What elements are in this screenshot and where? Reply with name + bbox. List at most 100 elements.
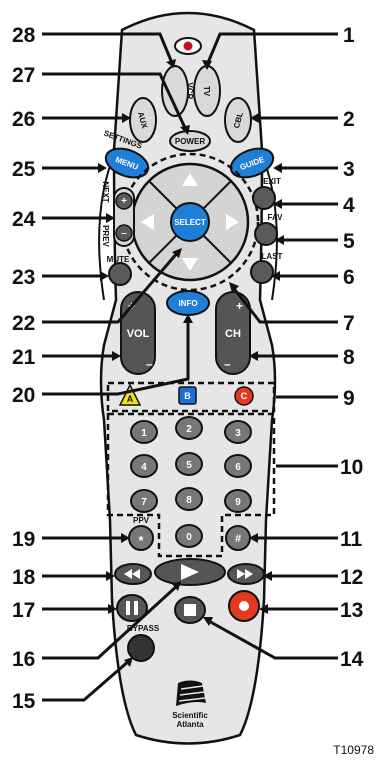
last-label: LAST xyxy=(262,252,283,261)
digit-button-5[interactable]: 5 xyxy=(175,452,203,476)
digit-button-4[interactable]: 4 xyxy=(130,454,158,478)
digit-label: 6 xyxy=(235,462,241,473)
brand-line1: Scientific xyxy=(172,711,208,720)
next-button[interactable] xyxy=(115,192,133,210)
aux-label: AUX xyxy=(136,111,149,130)
tv-button[interactable]: TV xyxy=(193,65,221,117)
digit-button-7[interactable]: 7 xyxy=(130,489,158,513)
menu-button[interactable]: MENU xyxy=(102,143,152,182)
callout-number: 12 xyxy=(340,566,363,589)
mute-button[interactable]: MUTE xyxy=(107,255,132,286)
digit-button-9[interactable]: 9 xyxy=(224,489,252,513)
callout-lines xyxy=(42,32,338,702)
play-icon xyxy=(181,564,199,580)
callout-number: 26 xyxy=(12,108,35,131)
arrow-down-icon[interactable] xyxy=(182,258,198,271)
plus-icon: + xyxy=(121,196,127,207)
arrow-right-icon[interactable] xyxy=(226,214,239,230)
callout-number: 9 xyxy=(343,387,355,410)
volume-rocker[interactable]: + VOL – xyxy=(120,291,156,375)
digit-button-0[interactable]: 0 xyxy=(175,524,203,548)
callout-number: 13 xyxy=(340,599,363,622)
callout-number: 20 xyxy=(12,384,35,407)
exit-button[interactable]: EXIT xyxy=(252,177,281,210)
ch-plus-label: + xyxy=(236,299,243,313)
channel-rocker[interactable]: + CH – xyxy=(215,291,251,375)
arrow-up-icon[interactable] xyxy=(182,173,198,186)
select-button[interactable]: SELECT xyxy=(170,202,210,242)
callout-number: 10 xyxy=(340,456,363,479)
digit-label: 1 xyxy=(141,428,147,439)
callout-number: 14 xyxy=(340,648,364,671)
digit-label: 5 xyxy=(186,460,192,471)
prev-label: PREV xyxy=(101,225,110,247)
exit-label: EXIT xyxy=(263,177,281,186)
hash-label: # xyxy=(235,533,241,545)
bypass-label: BYPASS xyxy=(127,624,160,633)
stop-button[interactable] xyxy=(174,596,206,624)
callout-number: 19 xyxy=(12,528,35,551)
digit-button-3[interactable]: 3 xyxy=(224,420,252,444)
aux-button[interactable]: AUX xyxy=(129,97,157,143)
callout-number: 18 xyxy=(12,566,36,589)
keypad-highlight xyxy=(106,412,276,558)
fast-forward-icon xyxy=(237,569,245,579)
select-label: SELECT xyxy=(174,218,206,227)
callout-number: 23 xyxy=(12,266,35,289)
next-label: NEXT xyxy=(101,181,110,202)
b-button[interactable]: B xyxy=(178,386,197,405)
cbl-button[interactable]: CBL xyxy=(224,97,252,143)
minus-icon: – xyxy=(121,228,127,239)
play-button[interactable] xyxy=(154,558,226,586)
rewind-button[interactable] xyxy=(114,563,152,585)
vol-label: VOL xyxy=(127,328,150,340)
power-label: POWER xyxy=(175,137,205,146)
fast-forward-button[interactable] xyxy=(227,563,265,585)
digit-button-8[interactable]: 8 xyxy=(175,487,203,511)
digit-button-1[interactable]: 1 xyxy=(130,420,158,444)
prev-button[interactable] xyxy=(115,224,133,242)
a-button[interactable]: A xyxy=(118,383,142,406)
callout-number: 16 xyxy=(12,648,35,671)
brand-line2: Atlanta xyxy=(176,720,204,729)
rewind-icon xyxy=(124,569,132,579)
ch-label: CH xyxy=(225,328,241,340)
fav-button[interactable]: FAV xyxy=(254,213,283,246)
digit-button-6[interactable]: 6 xyxy=(224,454,252,478)
callout-number: 25 xyxy=(12,158,36,181)
callout-numbers: 1 2 3 4 5 6 7 8 9 10 11 12 13 14 15 16 1… xyxy=(12,24,364,713)
digit-button-2[interactable]: 2 xyxy=(175,416,203,440)
info-button[interactable]: INFO xyxy=(166,290,210,316)
pause-button[interactable] xyxy=(116,594,148,622)
stop-icon xyxy=(184,604,196,616)
vol-minus-label: – xyxy=(146,357,153,371)
callout-number: 2 xyxy=(343,108,355,131)
digit-label: 0 xyxy=(186,532,192,543)
hash-button[interactable]: # xyxy=(225,525,251,551)
callout-number: 5 xyxy=(343,230,355,253)
bypass-button[interactable]: BYPASS xyxy=(127,624,160,662)
abc-highlight xyxy=(106,381,276,413)
last-button[interactable]: LAST xyxy=(250,252,283,284)
arrow-left-icon[interactable] xyxy=(141,214,154,230)
record-button[interactable] xyxy=(228,590,260,622)
next-prev-rocker[interactable]: + – NEXT PREV xyxy=(101,181,135,248)
guide-button[interactable]: GUIDE xyxy=(227,143,277,182)
callout-number: 15 xyxy=(12,690,36,713)
power-button[interactable]: POWER xyxy=(169,130,211,152)
c-button[interactable]: C xyxy=(234,386,254,406)
callout-number: 7 xyxy=(343,312,355,335)
vcr-button[interactable]: VCR xyxy=(161,65,194,117)
record-icon xyxy=(239,601,249,611)
cbl-label: CBL xyxy=(232,111,245,129)
callout-number: 6 xyxy=(343,266,355,289)
digit-label: 8 xyxy=(186,495,192,506)
scientific-atlanta-logo: Scientific Atlanta xyxy=(172,680,208,729)
info-label: INFO xyxy=(178,299,197,308)
callout-number: 8 xyxy=(343,346,355,369)
a-label: A xyxy=(127,394,134,404)
callout-number: 3 xyxy=(343,158,355,181)
ch-minus-label: – xyxy=(224,357,231,371)
